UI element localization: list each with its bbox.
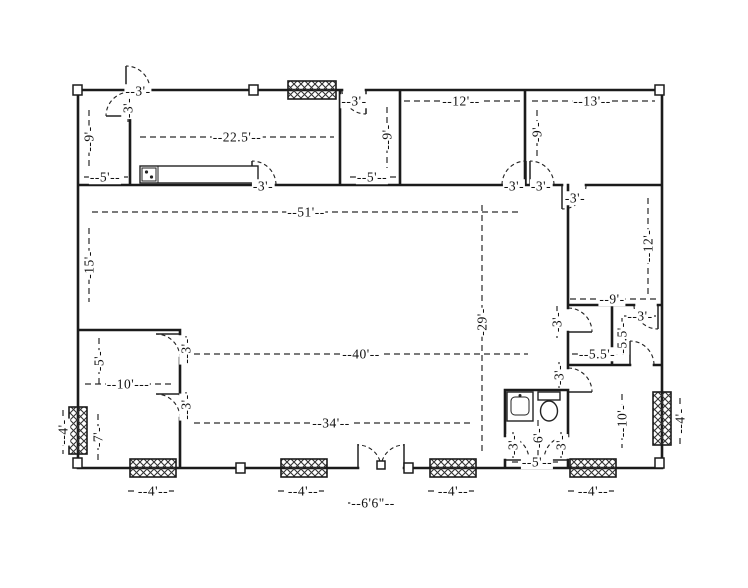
- door-swing-arcs: [105, 65, 659, 469]
- windows: [68, 80, 672, 478]
- wall-posts: [72, 84, 665, 474]
- window-hatch: [287, 80, 337, 100]
- toilet-icon: [537, 391, 561, 422]
- vanity-sink-icon: [506, 391, 534, 422]
- walls: [76, 88, 664, 470]
- counter-sink-icon: [141, 167, 157, 182]
- window-hatch: [68, 406, 88, 455]
- window-hatch: [429, 458, 477, 478]
- window-hatch: [129, 458, 177, 478]
- bathroom-fixtures: [506, 391, 561, 422]
- window-hatch: [569, 458, 617, 478]
- window-hatch: [280, 458, 328, 478]
- dimension-lines: [62, 96, 681, 504]
- door-leaves: [106, 66, 659, 468]
- counter: [139, 165, 259, 184]
- window-hatch: [652, 391, 672, 446]
